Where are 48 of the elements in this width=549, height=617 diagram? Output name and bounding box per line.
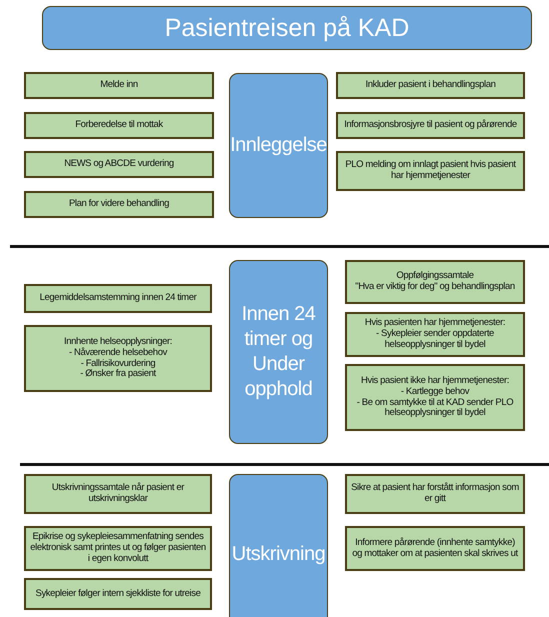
step-text: NEWS og ABCDE vurdering [64,159,174,170]
step-text: Forberedelse til mottak [75,120,163,131]
step-text: Informasjonsbrosjyre til pasient og pårørende [344,120,517,131]
text-box [24,284,212,313]
stage-label: Innleggelse [230,133,327,158]
text-box [345,526,525,571]
step-text: - Fallrisikovurdering [80,358,156,369]
text-box [24,325,212,392]
text-box [345,260,525,304]
step-text: Inkluder pasient i behandlingsplan [365,80,496,91]
text-box [24,112,214,139]
text-box [336,72,525,99]
text-box [336,151,525,191]
stage-box [229,260,328,444]
step-text: Innhente helseopplysninger: [64,336,172,347]
step-text: - Ønsker fra pasient [80,369,156,380]
step-text: Melde inn [100,80,138,91]
step-text: - Be om samtykke til at KAD sender PLO helseopplysninger til bydel [356,398,514,420]
text-box [24,526,212,571]
step-text: Hvis pasienten har hjemmetjenester: [364,318,506,329]
step-text: Hvis pasient ikke har hjemmetjenester: [361,376,509,387]
text-box [345,312,525,357]
step-text: Informere pårørende (innhente samtykke) og mottaker om at pasienten skal skrives ut [351,538,519,560]
step-text: - Sykepleier sender oppdaterte helseopplysninger til bydel [375,329,495,351]
stage-box [229,474,328,617]
text-box [336,112,525,139]
text-box [24,578,212,610]
text-box [24,72,214,99]
step-text: PLO melding om innlagt pasient hvis pasient har hjemmetjenester [344,160,517,182]
step-text: Utskrivningssamtale når pasient er utskrivningsklar [50,483,186,505]
step-text: Epikrise og sykepleiesammenfatning sendes elektronisk samt printes ut og følger pasienten i egen konvolutt [30,532,206,565]
text-box [24,474,212,514]
text-box [345,364,525,431]
stage-label: Innen 24 timer og Under opphold [240,302,316,402]
step-text: Sykepleier følger intern sjekkliste for utreise [36,588,200,600]
stage-box [229,73,328,218]
step-text: - Kartlegge behov [400,386,470,398]
step-text: Sikre at pasient har forstått informasjon som er gitt [351,483,519,505]
text-box [24,151,214,178]
step-text: - Nåværende helsebehov [69,348,167,358]
step-text: Oppfølgingssamtale [396,271,474,282]
step-text: Plan for videre behandling [69,199,169,210]
step-text: "Hva er viktig for deg" og behandlingsplan [355,282,515,293]
text-box [345,474,525,514]
text-box [24,191,214,218]
step-text: Legemiddelsamstemming innen 24 timer [40,293,196,304]
stage-label: Utskrivning [232,542,326,566]
title-banner: Pasientreisen på KAD [42,6,532,50]
